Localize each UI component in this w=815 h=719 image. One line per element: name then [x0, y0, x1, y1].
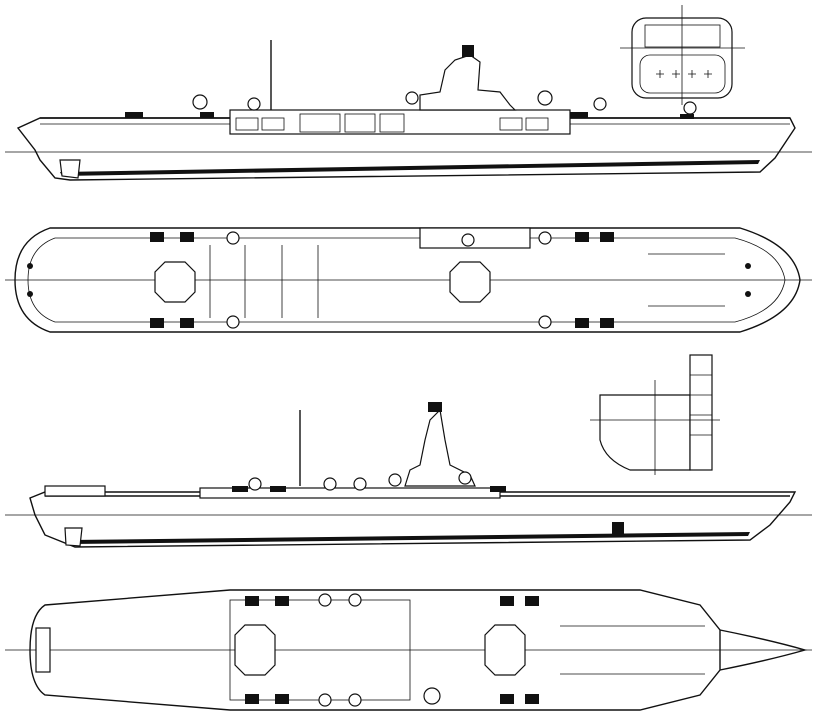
plan-view-upper: [5, 227, 812, 333]
rudder: [64, 527, 83, 547]
elevator-fwd: [234, 624, 276, 676]
elevator-aft: [449, 261, 491, 303]
elevator-aft: [484, 624, 526, 676]
cross-section-upper: [620, 5, 745, 105]
hangar-side: [199, 487, 501, 499]
island-plan: [419, 227, 531, 249]
island: [419, 54, 517, 111]
rudder: [59, 159, 81, 179]
flight-deck: [14, 227, 801, 333]
cross-section-lower: [590, 354, 720, 475]
side-profile-upper: [5, 40, 812, 181]
elevator-fwd: [154, 261, 196, 303]
flight-deck: [29, 589, 721, 711]
boot-topping: [60, 160, 760, 176]
side-profile-lower: [5, 402, 812, 548]
plan-view-lower: [5, 589, 812, 711]
